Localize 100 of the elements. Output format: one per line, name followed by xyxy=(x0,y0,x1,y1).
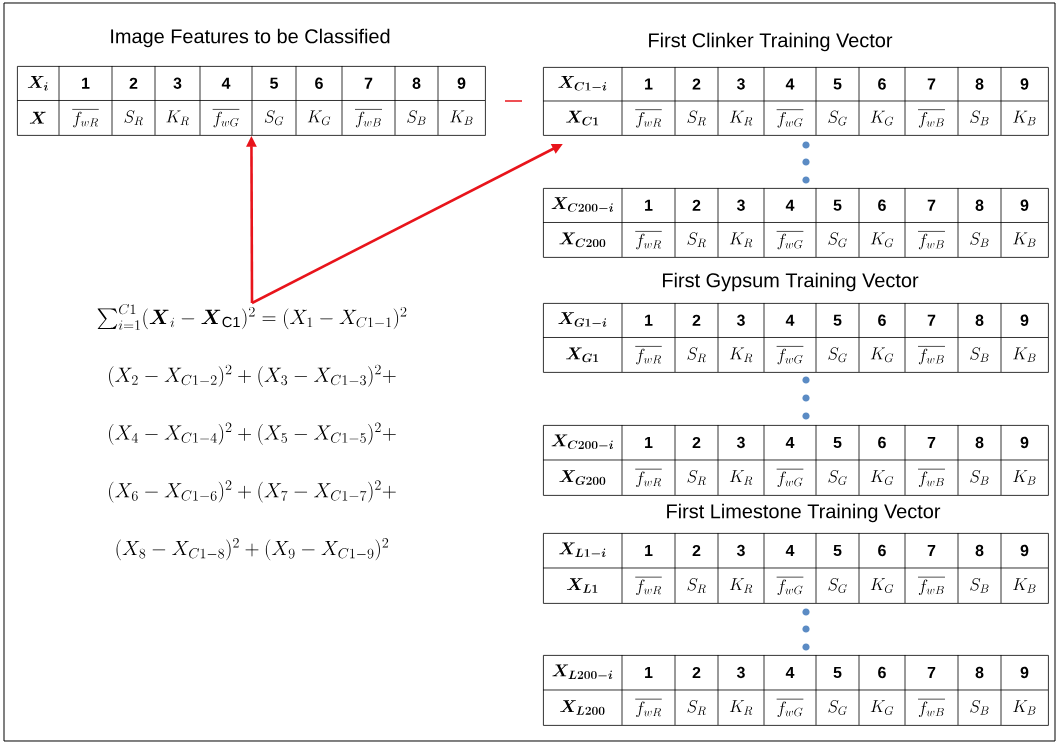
table-cell: 2 xyxy=(692,544,701,557)
table-cell: $K_{R}$ xyxy=(729,110,753,126)
table-cell: $\overline{f_{wG}}$ xyxy=(776,109,804,128)
table-cell: 3 xyxy=(736,199,745,211)
table-cell: $\overline{f_{wG}}$ xyxy=(776,577,804,596)
table-title: First Gypsum Training Vector xyxy=(663,272,919,292)
table-cell: $\overline{f_{wB}}$ xyxy=(918,231,945,250)
table-cell: 9 xyxy=(1020,199,1029,211)
table-cell: 3 xyxy=(173,77,182,89)
table-cell: 5 xyxy=(833,314,842,326)
table-cell: $\boldsymbol{X_{C200}}$ xyxy=(559,232,606,248)
data-table xyxy=(542,302,1049,373)
table-cell: $K_{B}$ xyxy=(1013,110,1036,126)
table-cell: 9 xyxy=(1020,544,1029,557)
table-cell: 9 xyxy=(1020,78,1029,90)
table-cell: 8 xyxy=(975,78,984,90)
table-cell: 8 xyxy=(412,77,421,89)
table-cell: $S_{B}$ xyxy=(407,110,426,125)
table-cell: 3 xyxy=(736,666,745,679)
table-cell: $K_{G}$ xyxy=(870,470,894,485)
table-cell: $\overline{f_{wR}}$ xyxy=(635,699,662,718)
table-cell: $K_{B}$ xyxy=(1013,470,1036,485)
table-cell: 7 xyxy=(927,199,936,211)
table-cell: $S_{R}$ xyxy=(687,347,706,363)
table-cell: 3 xyxy=(736,544,745,557)
table-cell: $\overline{f_{wB}}$ xyxy=(918,577,945,596)
table-cell: 6 xyxy=(315,77,323,89)
table-cell: 4 xyxy=(785,314,795,326)
table-cell: $K_{B}$ xyxy=(450,110,473,125)
table-cell: $\overline{f_{wR}}$ xyxy=(635,577,662,596)
table-cell: 2 xyxy=(692,78,701,90)
table-cell: 1 xyxy=(645,667,653,678)
table-cell: 6 xyxy=(878,436,886,449)
table-cell: $K_{B}$ xyxy=(1013,700,1036,715)
table-cell: $\boldsymbol{X_{C1-i}}$ xyxy=(558,76,607,91)
table-cell: $K_{G}$ xyxy=(870,110,894,126)
table-cell: 5 xyxy=(833,666,842,679)
table-cell: $\boldsymbol{X_{C200-i}}$ xyxy=(551,434,613,450)
data-table xyxy=(542,654,1049,726)
table-cell: 7 xyxy=(364,77,373,89)
table-cell: $S_{G}$ xyxy=(828,577,847,593)
table-cell: 2 xyxy=(692,436,701,449)
table-cell: $K_{B}$ xyxy=(1013,232,1036,247)
table-cell: $\boldsymbol{X_{G1}}$ xyxy=(566,347,599,363)
table-cell: $S_{G}$ xyxy=(828,347,847,363)
equation: $\sum_{i=1}^{C1}(\boldsymbol{X}_{i}-\boldsymbol{X}_{\mathrm{C1}})^{2}=(X_{1}-X_{C1-1})^{2}$ $(X_{2}-X_{C1-2})^{2}+(X_{3}-X_{C1-3})^{2}+$ $(X_{4}-X_{C1-4})^{2}+(X_{5}-X_{C1-5})^{2}+$ $(X_{6}-X_{C1-6})^{2}+(X_{7}-X_{C1-7})^{2}+$ $(X_{8}-X_{C1-8})^{2}+(X_{9}-X_{C1-9})^{2}$ xyxy=(97,303,407,561)
table-cell: 7 xyxy=(927,437,936,448)
table-cell: $S_{B}$ xyxy=(970,699,989,715)
table-cell: 7 xyxy=(927,667,936,678)
table-cell: $K_{G}$ xyxy=(870,232,894,248)
table-cell: 9 xyxy=(457,77,466,89)
table-cell: 2 xyxy=(692,314,701,326)
table-cell: $S_{R}$ xyxy=(687,232,706,248)
table-cell: 9 xyxy=(1020,666,1029,679)
table-cell: $S_{G}$ xyxy=(264,110,284,126)
table-cell: 6 xyxy=(878,199,886,211)
table-cell: 6 xyxy=(878,666,886,679)
data-table xyxy=(16,65,486,136)
table-cell: $\overline{f_{wG}}$ xyxy=(212,109,240,128)
table-cell: 1 xyxy=(645,78,653,90)
table-cell: $K_{R}$ xyxy=(729,470,753,485)
table-cell: $S_{B}$ xyxy=(970,232,989,247)
table-cell: $\overline{f_{wB}}$ xyxy=(918,699,945,718)
table-cell: 7 xyxy=(927,78,936,90)
table-cell: $K_{G}$ xyxy=(870,347,894,363)
table-cell: $\boldsymbol{X_{C1}}$ xyxy=(566,110,599,126)
table-cell: $S_{R}$ xyxy=(687,699,706,715)
table-cell: $K_{R}$ xyxy=(729,578,753,593)
table-cell: 4 xyxy=(785,437,795,448)
table-cell: 2 xyxy=(129,77,138,89)
table-cell: $\overline{f_{wG}}$ xyxy=(776,699,804,718)
table-cell: 8 xyxy=(975,314,984,326)
table-cell: 9 xyxy=(1020,436,1029,449)
data-table xyxy=(542,66,1049,136)
table-cell: 1 xyxy=(645,199,653,211)
table-cell: 1 xyxy=(82,77,90,89)
table-cell: $S_{B}$ xyxy=(970,469,989,485)
table-cell: $K_{R}$ xyxy=(729,232,753,248)
table-cell: $\overline{f_{wG}}$ xyxy=(776,469,804,488)
table-cell: 1 xyxy=(645,314,653,326)
table-cell: $K_{G}$ xyxy=(870,578,894,593)
table-cell: 5 xyxy=(833,436,842,449)
table-cell: 3 xyxy=(736,436,745,449)
table-cell: $\overline{f_{wB}}$ xyxy=(918,346,945,365)
table-title: First Limestone Training Vector xyxy=(667,503,941,523)
table-cell: $\boldsymbol{X_{L200}}$ xyxy=(560,700,605,715)
table-cell: $K_{G}$ xyxy=(870,700,894,715)
table-cell: $S_{R}$ xyxy=(687,469,706,485)
table-cell: 4 xyxy=(785,667,795,678)
table-cell: $\overline{f_{wG}}$ xyxy=(776,231,804,250)
table-cell: $\overline{f_{wB}}$ xyxy=(918,109,945,128)
table-cell: $K_{B}$ xyxy=(1013,347,1036,362)
table-cell: $K_{R}$ xyxy=(729,700,753,715)
table-cell: $\overline{f_{wR}}$ xyxy=(72,109,99,128)
data-table xyxy=(542,424,1049,496)
table-cell: 2 xyxy=(692,666,701,679)
table-cell: $K_{B}$ xyxy=(1013,578,1036,593)
table-cell: 4 xyxy=(221,77,231,89)
table-cell: $\boldsymbol{X_{L1}}$ xyxy=(566,578,598,593)
table-cell: $S_{B}$ xyxy=(970,347,989,362)
